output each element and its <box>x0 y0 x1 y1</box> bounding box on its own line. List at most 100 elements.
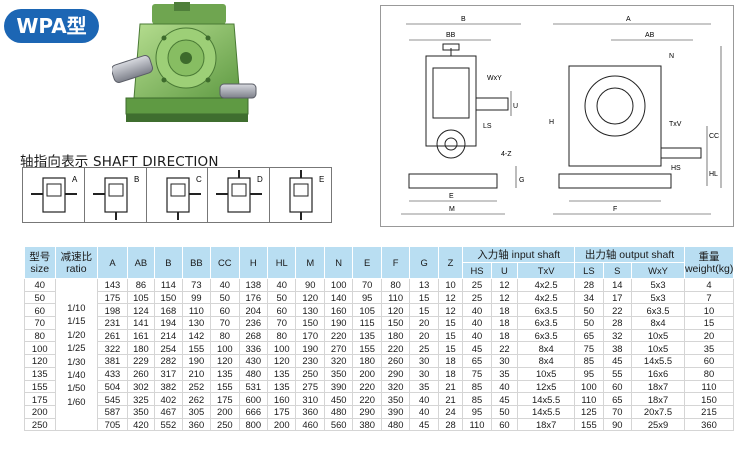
table-cell: 140 <box>323 290 354 305</box>
table-cell: 114 <box>154 278 183 292</box>
table-cell: 100 <box>267 341 297 356</box>
table-cell: 175 <box>267 404 297 419</box>
table-cell: 45 <box>462 341 492 356</box>
spec-table: 型号 size 减速比 ratio A AB B BB CC H HL M N … <box>24 246 735 432</box>
table-cell: 50 <box>574 303 604 318</box>
table-cell: 155 <box>181 341 212 356</box>
table-cell: 65 <box>462 354 492 368</box>
subheader-row: HS U TxV LS S WxY <box>25 262 734 279</box>
table-cell: 143 <box>97 278 128 292</box>
table-cell: 5x3 <box>631 290 685 305</box>
table-cell: 70 <box>267 316 297 330</box>
table-cell: 60 <box>267 303 297 318</box>
header-row: 型号 size 减速比 ratio A AB B BB CC H HL M N … <box>24 246 735 279</box>
table-cell: 587 <box>97 404 128 419</box>
table-cell: 32 <box>602 328 633 343</box>
table-cell: 60 <box>490 417 519 432</box>
table-cell: 18 <box>490 316 519 330</box>
table-cell: 310 <box>295 392 325 406</box>
table-cell: 6x3.5 <box>631 303 685 318</box>
table-cell: 260 <box>126 366 156 381</box>
table-cell: 99 <box>181 290 212 305</box>
table-cell: 230 <box>295 354 325 368</box>
table-cell: 90 <box>602 417 633 432</box>
table-cell: 110 <box>462 417 492 432</box>
dim-label: U <box>513 103 518 110</box>
table-cell: 250 <box>24 417 56 432</box>
table-cell: 105 <box>126 290 156 305</box>
ratio-value: 1/60 <box>67 395 86 407</box>
table-cell: 302 <box>126 379 156 394</box>
dim-label: H <box>549 119 554 126</box>
table-cell: 18 <box>437 366 464 381</box>
table-cell: 360 <box>295 404 325 419</box>
table-cell: 381 <box>97 354 128 368</box>
table-cell: 40 <box>210 278 240 292</box>
table-cell: 12 <box>490 290 519 305</box>
table-cell: 290 <box>352 404 382 419</box>
table-cell: 236 <box>238 316 269 330</box>
table-cell: 50 <box>210 290 240 305</box>
dimension-drawing: B BB WxY LS U 4-Z G E M A AB N TxV H CC … <box>380 5 734 227</box>
table-cell: 18x7 <box>517 417 576 432</box>
table-cell: 95 <box>352 290 382 305</box>
table-cell: 22 <box>490 341 519 356</box>
col-dim: F <box>380 246 411 279</box>
table-cell: 110 <box>181 303 212 318</box>
table-cell: 282 <box>154 354 183 368</box>
table-cell: 10x5 <box>631 328 685 343</box>
table-cell: 360 <box>181 417 212 432</box>
table-cell: 600 <box>238 392 269 406</box>
table-cell: 390 <box>380 404 411 419</box>
table-cell: 15 <box>683 316 735 330</box>
table-cell: 15 <box>409 303 439 318</box>
table-cell: 100 <box>323 278 354 292</box>
table-cell: 95 <box>462 404 492 419</box>
table-cell: 194 <box>154 316 183 330</box>
table-cell: 380 <box>352 417 382 432</box>
table-cell: 13 <box>409 278 439 292</box>
dim-label: WxY <box>487 75 502 82</box>
table-cell: 350 <box>380 392 411 406</box>
table-cell: 120 <box>380 303 411 318</box>
table-cell: 65 <box>574 328 604 343</box>
col-size: 型号 size <box>24 246 56 279</box>
table-cell: 176 <box>238 290 269 305</box>
table-cell: 8x4 <box>517 354 576 368</box>
shaft-direction-d: D <box>208 168 271 222</box>
table-cell: 15 <box>437 316 464 330</box>
table-cell: 260 <box>380 354 411 368</box>
ratio-value: 1/15 <box>67 315 86 327</box>
table-cell: 110 <box>683 379 735 394</box>
table-cell: 200 <box>210 404 240 419</box>
table-cell: 325 <box>126 392 156 406</box>
table-cell: 15 <box>409 290 439 305</box>
table-cell: 28 <box>574 278 604 292</box>
table-cell: 150 <box>380 316 411 330</box>
table-cell: 200 <box>352 366 382 381</box>
table-cell: 270 <box>323 341 354 356</box>
shaft-direction-strip: A B C D <box>22 167 332 223</box>
table-cell: 80 <box>683 366 735 381</box>
table-cell: 86 <box>126 278 156 292</box>
table-cell: 155 <box>24 379 56 394</box>
table-cell: 28 <box>437 417 464 432</box>
table-cell: 21 <box>437 379 464 394</box>
table-cell: 120 <box>24 354 56 368</box>
table-cell: 350 <box>323 366 354 381</box>
table-cell: 14 <box>602 278 633 292</box>
table-cell: 220 <box>352 379 382 394</box>
table-cell: 433 <box>97 366 128 381</box>
table-cell: 305 <box>181 404 212 419</box>
table-cell: 50 <box>24 290 56 305</box>
table-cell: 95 <box>574 366 604 381</box>
table-cell: 14x5.5 <box>631 354 685 368</box>
table-cell: 14x5.5 <box>517 392 576 406</box>
table-cell: 30 <box>409 354 439 368</box>
table-cell: 45 <box>490 392 519 406</box>
